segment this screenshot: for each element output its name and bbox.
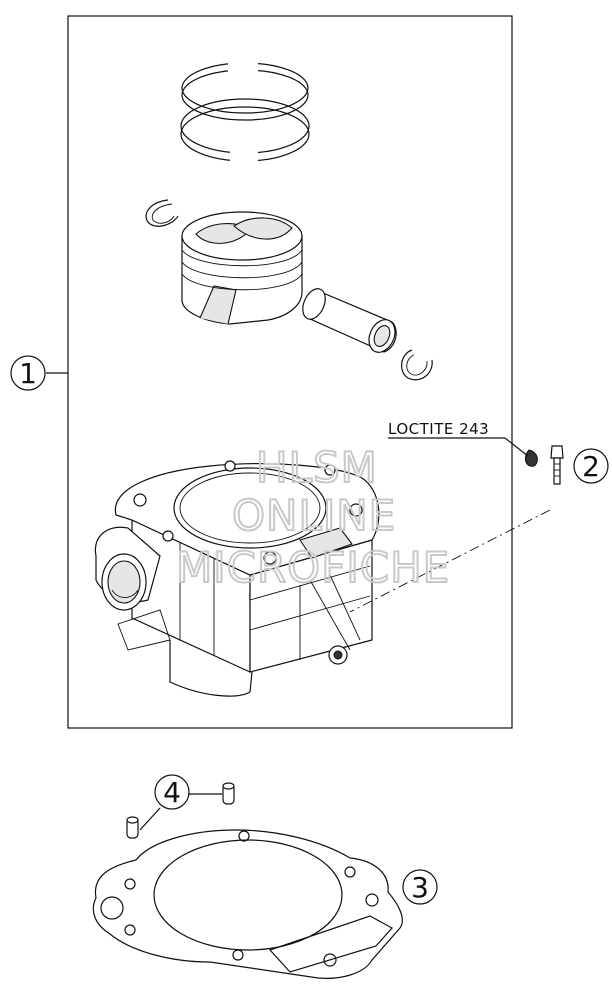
screw-part xyxy=(524,445,564,485)
explode-line xyxy=(349,509,551,613)
callout-2: 2 xyxy=(573,448,609,484)
callout-3: 3 xyxy=(402,869,438,905)
svg-text:1: 1 xyxy=(19,357,37,390)
cylinder xyxy=(94,460,380,697)
loctite-note: LOCTITE 243 xyxy=(388,420,489,438)
watermark: HLSM ONLINE MICROFICHE xyxy=(175,442,450,593)
piston-pin xyxy=(302,288,397,353)
kit-frame xyxy=(67,15,513,729)
watermark-line-1: HLSM xyxy=(256,443,378,492)
loctite-leader-diag xyxy=(504,437,529,457)
circlip-upper xyxy=(145,199,179,227)
svg-text:4: 4 xyxy=(163,776,181,809)
piston xyxy=(181,211,303,325)
callout-4-leader-b xyxy=(139,807,161,831)
circlip-lower xyxy=(401,349,433,381)
svg-text:3: 3 xyxy=(411,871,429,904)
watermark-line-2: ONLINE xyxy=(232,491,396,540)
svg-text:2: 2 xyxy=(582,450,600,483)
callout-4: 4 xyxy=(154,774,190,810)
callout-1: 1 xyxy=(10,355,46,391)
piston-rings xyxy=(180,58,310,166)
base-gasket xyxy=(92,829,403,979)
dowel-pins xyxy=(126,782,235,839)
watermark-line-3: MICROFICHE xyxy=(176,543,450,592)
